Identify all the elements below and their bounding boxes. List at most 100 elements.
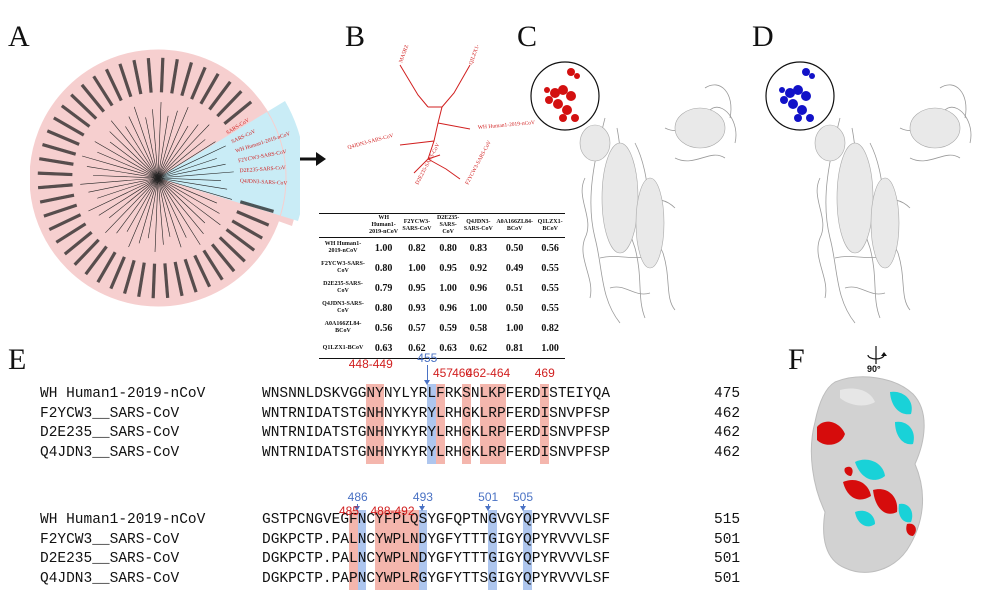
tree-branch: [157, 140, 160, 179]
leaf-label-mark: [43, 203, 78, 218]
leaf-label-mark: [63, 230, 93, 256]
tree-branch: [127, 168, 159, 179]
tree-branch: [157, 177, 178, 182]
tree-branch: [128, 196, 151, 248]
table-cell: 0.79: [374, 282, 393, 294]
tree-branch: [119, 155, 159, 179]
tree-branch: [189, 163, 226, 172]
panel-letter-c: C: [517, 20, 538, 53]
tree-leaf-label: F2YCW3-SARS-CoV: [464, 140, 492, 186]
leaf-label-mark: [180, 62, 194, 97]
tree-branch: [179, 124, 210, 156]
tree-branch: [123, 177, 159, 207]
tree-branch: [125, 126, 138, 147]
leaf-label-mark: [73, 238, 100, 266]
sequence-name: F2YCW3__SARS-CoV: [40, 405, 180, 422]
residue-highlight-blue: [488, 510, 497, 590]
sequence-name: Q4JDN3__SARS-CoV: [40, 444, 180, 461]
arrow-head: [519, 506, 526, 511]
tree-branch: [195, 171, 234, 176]
sequence-residues: WNSNNLDSKVGGNYNYLYRLFRKSNLKPFERDISTEIYQA: [262, 386, 611, 402]
leaf-label-mark: [122, 259, 136, 294]
tree-branch: [182, 158, 217, 171]
leaf-label-mark: [137, 262, 146, 297]
leaf-label-mark: [231, 219, 263, 240]
leaf-label-mark: [216, 90, 243, 118]
tree-branch: [114, 177, 159, 182]
tree-branch: [145, 177, 159, 221]
tree-branch: [147, 215, 153, 239]
sequence-end-position: 501: [714, 531, 741, 548]
tree-branch: [105, 205, 132, 234]
tree-branch: [157, 153, 169, 179]
table-cell: 0.50: [505, 302, 524, 314]
sequence-name: D2E235__SARS-CoV: [40, 551, 180, 567]
arrow-head: [419, 506, 426, 511]
table-cell: 1.00: [408, 262, 426, 274]
tree-branch: [192, 204, 221, 226]
tree-branch: [98, 188, 142, 216]
tree-branch: [80, 181, 115, 185]
tree-branch: [138, 176, 159, 179]
tree-branch: [157, 169, 183, 179]
tree-branch: [157, 177, 176, 206]
tree-branch: [141, 165, 159, 179]
residue-highlight-blue: [357, 510, 367, 590]
table-cell: 0.62: [400, 338, 434, 359]
leaf-label-mark: [210, 243, 236, 273]
table-cell: 0.56: [374, 322, 393, 334]
table-cell: 0.63: [367, 338, 401, 359]
position-label-red: 457: [432, 366, 453, 380]
tree-branch: [109, 131, 140, 161]
tree-leaf-label: Q4JDN3-SARS-CoV: [347, 133, 394, 151]
leaf-label-mark: [109, 256, 126, 290]
leaf-label-mark: [84, 245, 108, 276]
table-cell: 0.57: [408, 322, 426, 334]
leaf-label-mark: [202, 249, 224, 281]
tree-branch: [97, 151, 124, 164]
tree-branch: [88, 185, 121, 193]
table-cell: 1.00: [439, 282, 457, 294]
panel-letter-d: D: [752, 20, 774, 53]
sequence-name: WH Human1-2019-nCoV: [40, 512, 206, 528]
position-label-red: 485: [338, 504, 360, 518]
table-cell: 0.51: [505, 282, 524, 294]
tree-branch: [177, 180, 228, 190]
table-cell: 0.82: [541, 322, 559, 334]
arrow-head: [423, 380, 430, 385]
sequence-residues: DGKPCTP.PALNCYWPLNDYGFYTTTGIGYQPYRVVVLSF: [262, 551, 611, 567]
column-header: Q4JDN3-SARS-CoV: [462, 213, 494, 238]
sequence-residues: DGKPCTP.PALNCYWPLNDYGFYTTTGIGYQPYRVVVLSF: [262, 531, 611, 548]
tree-branch: [167, 125, 189, 161]
tree-branch: [127, 177, 159, 189]
position-label-red: 462-464: [466, 366, 511, 380]
table-cell: 0.55: [541, 282, 559, 294]
tree-branch: [110, 120, 138, 154]
tree-branch: [163, 110, 178, 159]
tree-branch: [109, 141, 143, 167]
sequence-residues: WNTRNIDATSTGNHNYKYRYLRHGKLRPFERDISNVPFSP: [262, 444, 611, 461]
residue-highlight-red: [540, 384, 550, 464]
arrow-head: [354, 506, 361, 511]
tree-branch: [173, 124, 199, 158]
leaf-label-mark: [173, 261, 184, 297]
table-corner: [319, 213, 367, 238]
tree-branch: [131, 177, 159, 206]
leaf-label-mark: [239, 200, 274, 214]
table-cell: 0.80: [374, 262, 393, 274]
sequence-end-position: 475: [714, 386, 741, 402]
position-label-red: 448-449: [348, 357, 393, 371]
column-header: Q1LZX1-BCoV: [535, 213, 565, 238]
tree-branch: [156, 177, 159, 210]
tree-branch: [145, 117, 154, 153]
leaf-label-mark: [151, 263, 157, 299]
leaf-label-mark: [118, 63, 133, 98]
sequence-end-position: 462: [714, 444, 741, 461]
leaf-label-mark: [39, 157, 74, 166]
spike-structure-blue: [765, 61, 972, 324]
table-cell: 0.50: [505, 242, 524, 254]
sequence-residues: WNTRNIDATSTGNHNYKYRYLRHGKLRPFERDISNVPFSP: [262, 405, 611, 422]
row-header: WH Human1-2019-nCoV: [324, 241, 362, 254]
